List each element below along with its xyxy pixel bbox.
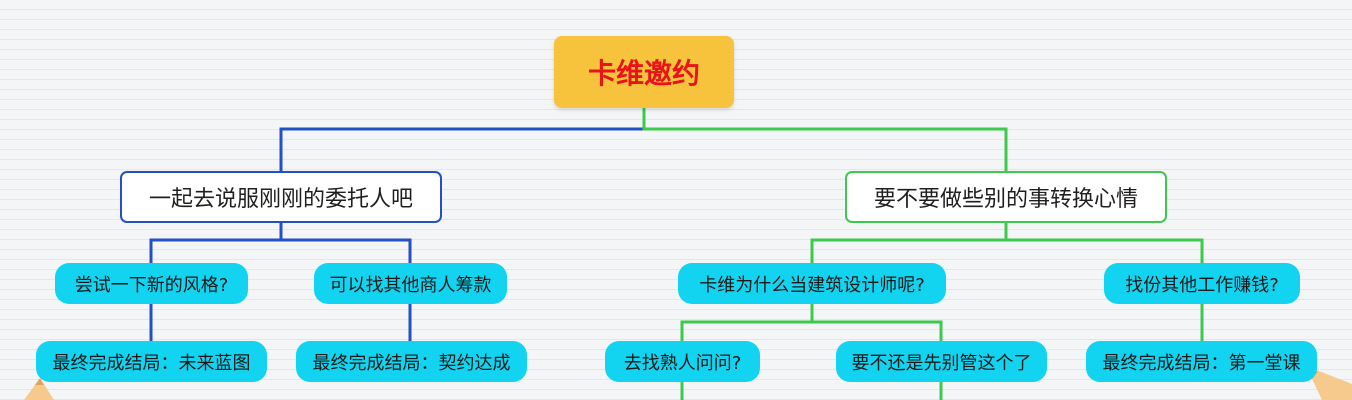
right-option-1-node: 去找熟人问问? [605,341,760,382]
connector-root-right [642,106,1008,173]
left-ending-2-node: 最终完成结局：契约达成 [296,341,527,382]
right-branch-node: 要不要做些别的事转换心情 [845,171,1167,223]
connector-right-children [810,220,1204,265]
connector-right-options [680,302,943,343]
right-child-2-node: 找份其他工作赚钱? [1104,263,1300,304]
left-child-2-node: 可以找其他商人筹款 [314,263,507,304]
root-node: 卡维邀约 [554,36,734,108]
right-option-2-node: 要不还是先别管这个了 [836,341,1047,382]
connector-options-continue [680,380,943,400]
connector-root-left [279,106,646,173]
right-child-1-node: 卡维为什么当建筑设计师呢? [678,263,946,304]
connector-left-children [149,220,412,265]
left-branch-node: 一起去说服刚刚的委托人吧 [120,171,442,223]
left-ending-1-node: 最终完成结局：未来蓝图 [36,341,267,382]
left-child-1-node: 尝试一下新的风格? [55,263,248,304]
right-ending-node: 最终完成结局：第一堂课 [1086,341,1317,382]
pencil-left-icon [24,378,54,400]
